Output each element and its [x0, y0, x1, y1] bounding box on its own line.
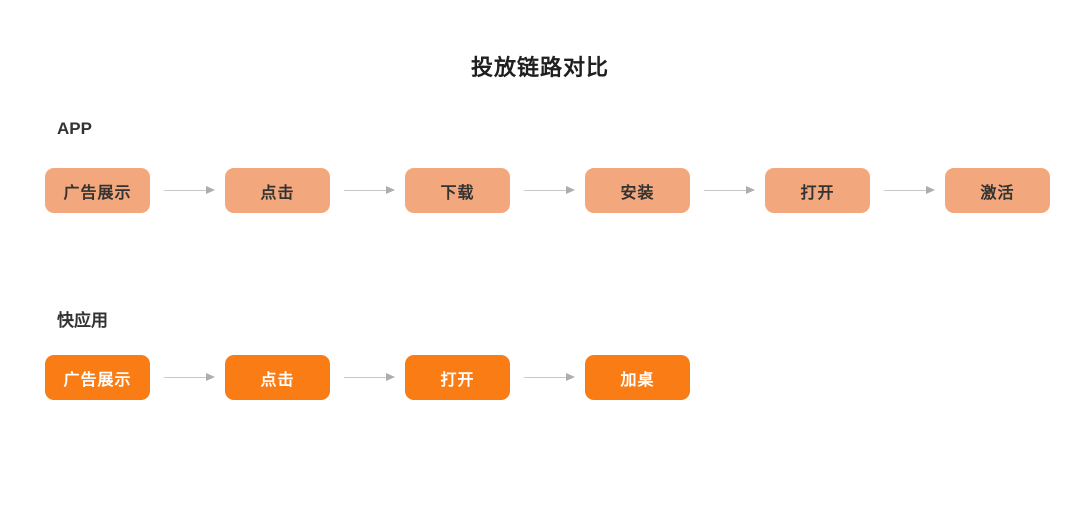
- quickapp-row-label: 快应用: [57, 311, 108, 330]
- arrow-right-icon: [870, 168, 945, 213]
- app-step-download: 下载: [405, 168, 510, 213]
- arrow-right-icon: [510, 168, 585, 213]
- diagram-title: 投放链路对比: [470, 55, 609, 80]
- app-row-label: APP: [57, 119, 92, 138]
- quickapp-step-open: 打开: [405, 355, 510, 400]
- arrow-shaft: [523, 373, 575, 381]
- arrow-right-icon: [690, 168, 765, 213]
- arrow-shaft: [883, 186, 935, 194]
- arrow-shaft: [523, 186, 575, 194]
- quickapp-flow-row: 广告展示 点击 打开 加桌: [45, 355, 690, 400]
- quickapp-step-click: 点击: [225, 355, 330, 400]
- arrow-right-icon: [150, 355, 225, 400]
- arrow-right-icon: [330, 355, 405, 400]
- quickapp-step-ad-display: 广告展示: [45, 355, 150, 400]
- app-step-ad-display: 广告展示: [45, 168, 150, 213]
- quickapp-step-add-to-home: 加桌: [585, 355, 690, 400]
- arrow-shaft: [343, 186, 395, 194]
- arrow-right-icon: [150, 168, 225, 213]
- app-step-install: 安装: [585, 168, 690, 213]
- app-step-click: 点击: [225, 168, 330, 213]
- app-step-activate: 激活: [945, 168, 1050, 213]
- arrow-right-icon: [330, 168, 405, 213]
- app-step-open: 打开: [765, 168, 870, 213]
- arrow-shaft: [703, 186, 755, 194]
- arrow-shaft: [163, 186, 215, 194]
- arrow-shaft: [163, 373, 215, 381]
- arrow-shaft: [343, 373, 395, 381]
- arrow-right-icon: [510, 355, 585, 400]
- app-flow-row: 广告展示 点击 下载 安装 打开 激活: [45, 168, 1050, 213]
